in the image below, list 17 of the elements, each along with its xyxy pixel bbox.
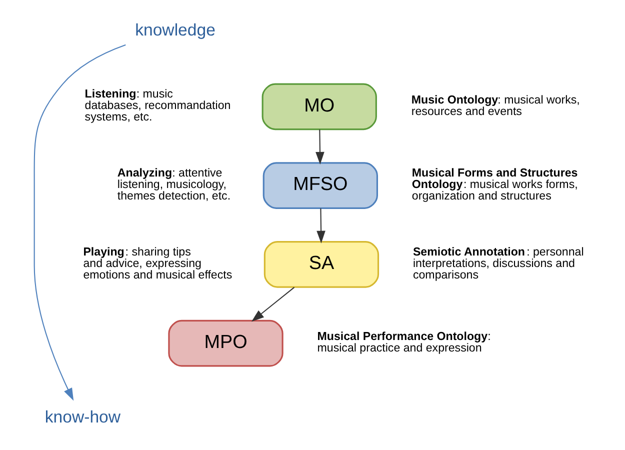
arrow [316, 208, 325, 244]
node-label: Music Ontology: musical works, resources and events [410, 94, 580, 118]
label: Analyzing: attentive listening, musicology, themes detection, etc. [116, 167, 230, 203]
node-text: know-how [44, 408, 120, 427]
node-box: MO [261, 83, 376, 130]
arrow [315, 130, 324, 164]
label: Listening: music databases, recommandation systems, etc. [84, 88, 230, 124]
arrow [250, 286, 294, 322]
arrow [33, 44, 126, 401]
node-text: knowledge [134, 20, 215, 40]
node-box: SA [263, 241, 379, 288]
label: Playing: sharing tips and advice, expressing emotions and musical effects [82, 246, 232, 282]
node-label: Semiotic Annotation: personnal interpretations, discussions and comparisons [412, 246, 584, 282]
node-label: Musical Performance Ontology: musical practice and expression [316, 330, 490, 355]
node-label: Musical Forms and Structures Ontology: musical works forms, organization and structures [411, 167, 578, 203]
node-box: MPO [168, 320, 283, 367]
node-box: MFSO [262, 162, 378, 209]
